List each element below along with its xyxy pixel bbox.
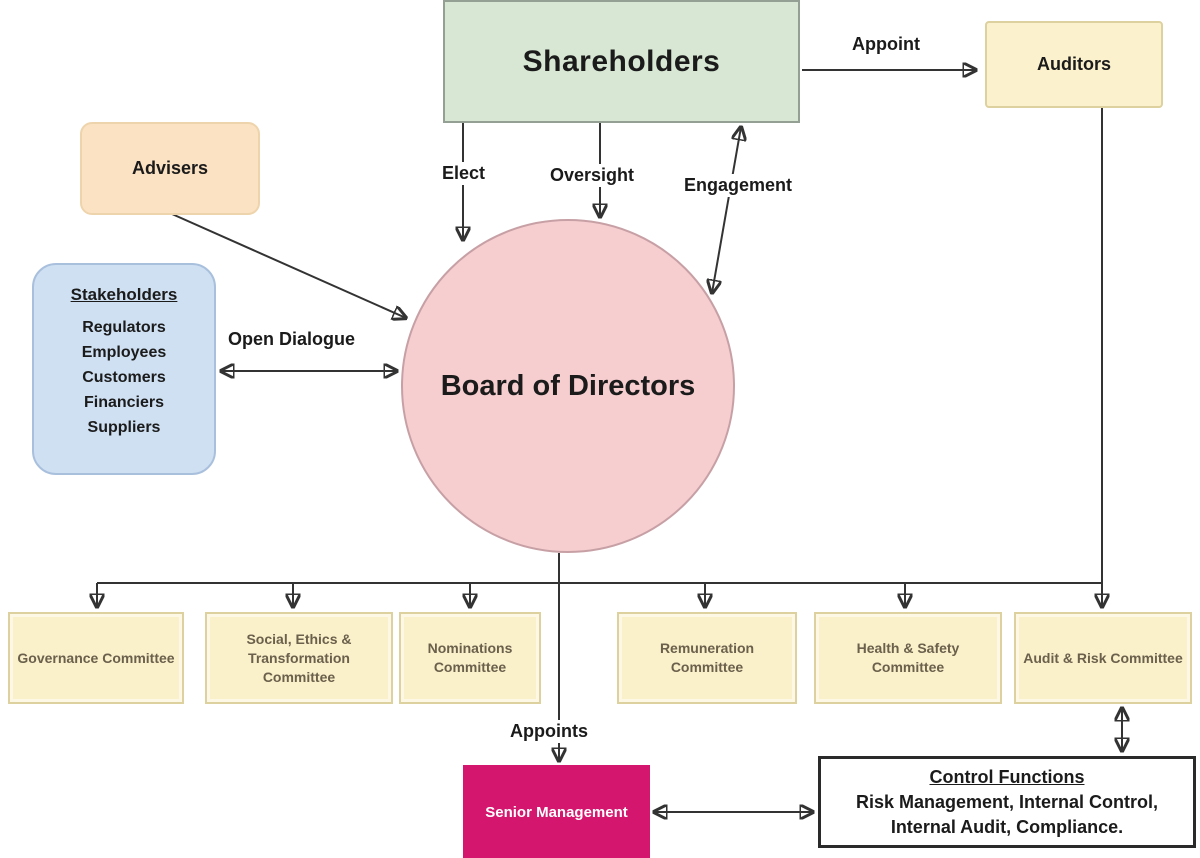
board-of-directors-circle: Board of Directors — [401, 219, 735, 553]
control-functions-title: Control Functions — [929, 766, 1085, 787]
advisers-box: Advisers — [80, 122, 260, 215]
edge-engagement-line — [712, 127, 741, 293]
edge-advisers-board-line — [171, 213, 406, 318]
appoint-edge-label: Appoint — [848, 33, 924, 56]
control-functions-line1: Risk Management, Internal Control, — [855, 791, 1159, 812]
health-safety-committee-box: Health & Safety Committee — [814, 612, 1002, 704]
elect-edge-label: Elect — [438, 162, 490, 185]
senior-management-box: Senior Management — [463, 765, 650, 858]
stakeholders-title: Stakeholders — [70, 285, 178, 304]
advisers-label: Advisers — [131, 158, 209, 178]
shareholders-box: Shareholders — [443, 0, 800, 123]
auditors-box: Auditors — [985, 21, 1163, 108]
health-safety-committee-label: Health & Safety Committee — [856, 640, 960, 675]
remuneration-committee-box: Remuneration Committee — [617, 612, 797, 704]
appoints-edge-label: Appoints — [506, 720, 592, 743]
senior-management-label: Senior Management — [485, 804, 628, 821]
stakeholder-item-customers: Customers — [82, 369, 166, 386]
nominations-committee-label: Nominations Committee — [427, 640, 513, 675]
auditors-label: Auditors — [1037, 54, 1111, 74]
stakeholder-item-financiers: Financiers — [83, 394, 165, 411]
audit-risk-committee-box: Audit & Risk Committee — [1014, 612, 1192, 704]
stakeholders-box: Stakeholders Regulators Employees Custom… — [32, 263, 216, 475]
engagement-edge-label: Engagement — [680, 174, 797, 197]
stakeholder-item-employees: Employees — [81, 344, 167, 361]
social-ethics-transformation-committee-label: Social, Ethics & Transformation Committe… — [246, 630, 352, 685]
governance-committee-box: Governance Committee — [8, 612, 184, 704]
remuneration-committee-label: Remuneration Committee — [659, 640, 755, 675]
nominations-committee-box: Nominations Committee — [399, 612, 541, 704]
oversight-edge-label: Oversight — [546, 164, 639, 187]
stakeholder-item-regulators: Regulators — [82, 319, 166, 336]
shareholders-label: Shareholders — [522, 44, 721, 78]
control-functions-box: Control Functions Risk Management, Inter… — [818, 756, 1196, 848]
audit-risk-committee-label: Audit & Risk Committee — [1023, 649, 1183, 666]
control-functions-line2: Internal Audit, Compliance. — [890, 816, 1124, 837]
open-dialogue-edge-label: Open Dialogue — [224, 328, 360, 351]
social-ethics-transformation-committee-box: Social, Ethics & Transformation Committe… — [205, 612, 393, 704]
stakeholder-item-suppliers: Suppliers — [87, 419, 161, 436]
governance-committee-label: Governance Committee — [17, 649, 175, 666]
board-of-directors-label: Board of Directors — [440, 369, 696, 402]
